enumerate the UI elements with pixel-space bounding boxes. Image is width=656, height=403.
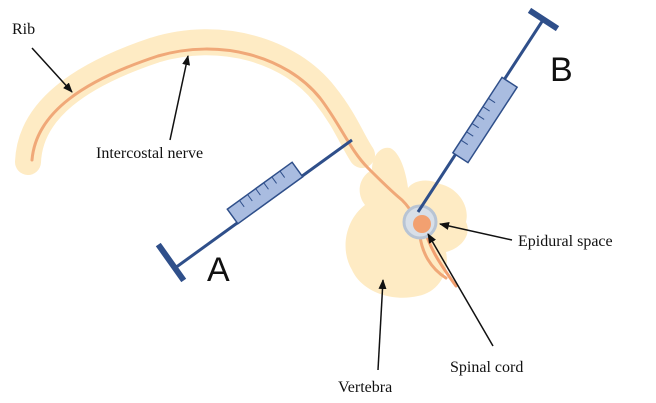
spinal-cord-dot xyxy=(413,215,431,233)
spinal-cord-arrow xyxy=(428,234,493,346)
rib-label: Rib xyxy=(12,21,35,38)
rib-arrow xyxy=(32,48,72,92)
epidural-space-label: Epidural space xyxy=(518,233,613,250)
syringe-b-barrel xyxy=(453,77,517,162)
spinal-cord-label: Spinal cord xyxy=(450,359,523,376)
vertebra-label: Vertebra xyxy=(338,379,392,396)
needle-b-plunger-cap xyxy=(532,12,555,27)
syringe-a-barrel xyxy=(227,162,302,223)
intercostal-nerve-label: Intercostal nerve xyxy=(96,145,203,162)
needle-a-label: A xyxy=(207,251,230,289)
needle-a-plunger-cap xyxy=(160,247,182,278)
needle-b-label: B xyxy=(550,51,573,89)
syringe-b xyxy=(418,12,555,212)
intercostal-nerve-arrow xyxy=(170,56,188,140)
